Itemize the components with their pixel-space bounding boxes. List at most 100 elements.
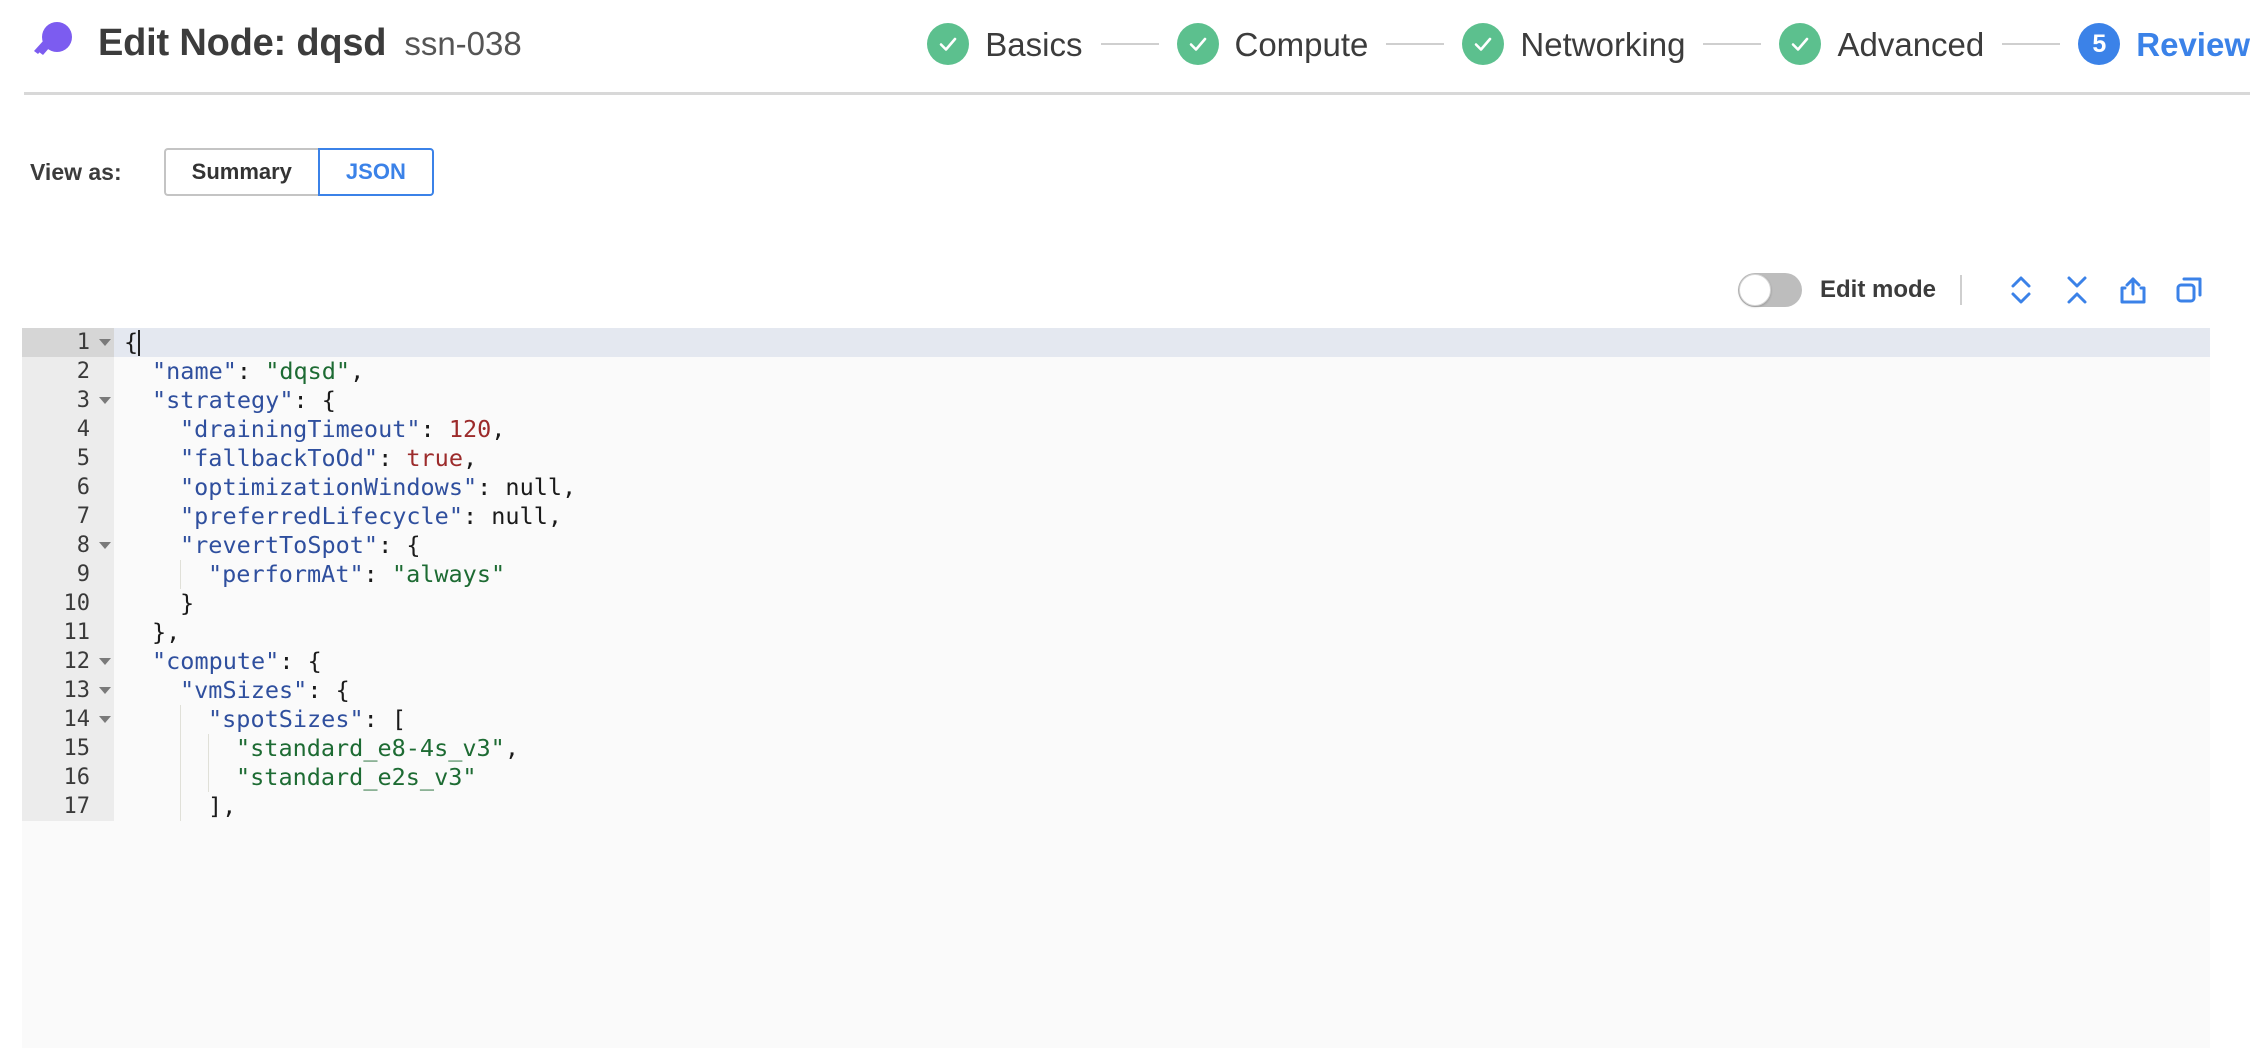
code-token: : {	[279, 646, 322, 675]
step-basics-label: Basics	[985, 25, 1083, 63]
code-content: "performAt": "always"	[114, 560, 2210, 589]
step-networking[interactable]: Networking	[1462, 23, 1685, 65]
code-token: :	[363, 559, 392, 588]
code-token: "vmSizes"	[180, 675, 308, 704]
fold-spacer	[96, 502, 114, 531]
step-networking-label: Networking	[1520, 25, 1686, 63]
code-line[interactable]: 16 "standard_e2s_v3"	[22, 763, 2210, 792]
page-subtitle: ssn-038	[404, 24, 522, 62]
fold-toggle-icon[interactable]	[96, 328, 114, 357]
code-line[interactable]: 5"fallbackToOd": true,	[22, 444, 2210, 473]
expand-all-button[interactable]	[2000, 270, 2042, 310]
line-number: 16	[22, 763, 96, 792]
code-line[interactable]: 10}	[22, 589, 2210, 618]
code-token: "always"	[391, 559, 506, 588]
code-line[interactable]: 11},	[22, 618, 2210, 647]
indent-guide	[180, 560, 181, 589]
line-number: 1	[22, 328, 96, 357]
code-token: :	[236, 356, 266, 385]
code-token: ,	[491, 414, 506, 443]
header-title-group: Edit Node: dqsd ssn-038	[24, 8, 704, 78]
line-number: 15	[22, 734, 96, 763]
code-line[interactable]: 1{	[22, 328, 2210, 357]
line-number: 9	[22, 560, 96, 589]
code-line[interactable]: 6"optimizationWindows": null,	[22, 473, 2210, 502]
line-number: 5	[22, 444, 96, 473]
fold-spacer	[96, 618, 114, 647]
edit-mode-label: Edit mode	[1819, 276, 1936, 303]
fold-spacer	[96, 792, 114, 821]
fold-toggle-icon[interactable]	[96, 386, 114, 415]
code-line[interactable]: 13"vmSizes": {	[22, 676, 2210, 705]
line-number: 6	[22, 473, 96, 502]
code-content: "compute": {	[114, 647, 2210, 676]
code-line[interactable]: 9 "performAt": "always"	[22, 560, 2210, 589]
indent-guide	[208, 763, 209, 792]
indent-guide	[180, 734, 181, 763]
view-as-json-button[interactable]: JSON	[317, 148, 434, 196]
line-number: 12	[22, 647, 96, 676]
code-token: ,	[562, 472, 577, 501]
copy-button[interactable]	[2168, 270, 2210, 310]
fold-toggle-icon[interactable]	[96, 531, 114, 560]
code-line[interactable]: 2"name": "dqsd",	[22, 357, 2210, 386]
step-compute-status	[1176, 23, 1219, 65]
code-content: "strategy": {	[114, 386, 2210, 415]
view-as-segmented-control[interactable]: Summary JSON	[163, 148, 434, 196]
code-line[interactable]: 15"standard_e8-4s_v3",	[22, 734, 2210, 763]
code-line[interactable]: 14"spotSizes": [	[22, 705, 2210, 734]
share-export-icon	[2120, 277, 2146, 304]
code-token: true	[406, 443, 463, 472]
code-token: "revertToSpot"	[180, 530, 379, 559]
step-connector	[1386, 43, 1445, 45]
code-token: ],	[208, 791, 237, 820]
edit-mode-toggle[interactable]	[1737, 273, 1802, 307]
collapse-all-button[interactable]	[2056, 270, 2098, 310]
fold-toggle-icon[interactable]	[96, 647, 114, 676]
code-content: "standard_e2s_v3"	[114, 763, 2210, 792]
fold-toggle-icon[interactable]	[96, 676, 114, 705]
code-token: }	[180, 588, 195, 617]
code-line[interactable]: 17],	[22, 792, 2210, 821]
step-connector	[1703, 43, 1762, 45]
code-line[interactable]: 8"revertToSpot": {	[22, 531, 2210, 560]
step-networking-status	[1462, 23, 1505, 65]
json-editor[interactable]: 1{2"name": "dqsd",3"strategy": {4"draini…	[22, 328, 2210, 1048]
edit-mode-toggle-knob	[1738, 274, 1771, 306]
step-basics[interactable]: Basics	[927, 23, 1083, 65]
fold-spacer	[96, 473, 114, 502]
step-review[interactable]: 5 Review	[2078, 23, 2250, 65]
code-content: "spotSizes": [	[114, 705, 2210, 734]
step-basics-status	[927, 23, 970, 65]
code-line[interactable]: 3"strategy": {	[22, 386, 2210, 415]
code-line[interactable]: 4"drainingTimeout": 120,	[22, 415, 2210, 444]
step-review-number: 5	[2092, 29, 2107, 58]
code-content: "revertToSpot": {	[114, 531, 2210, 560]
fold-toggle-icon[interactable]	[96, 705, 114, 734]
code-token: "fallbackToOd"	[180, 443, 379, 472]
header-divider	[24, 92, 2250, 95]
step-compute[interactable]: Compute	[1176, 23, 1369, 65]
indent-guide	[180, 705, 181, 734]
code-token: "spotSizes"	[208, 704, 364, 733]
code-line[interactable]: 12 "compute": {	[22, 647, 2210, 676]
code-token: ,	[350, 356, 365, 385]
code-token: "preferredLifecycle"	[180, 501, 463, 530]
step-advanced[interactable]: Advanced	[1779, 23, 1984, 65]
indent-guide	[208, 734, 209, 763]
step-review-label: Review	[2136, 25, 2250, 63]
page-header: Edit Node: dqsd ssn-038 Basics Compute	[0, 0, 2250, 95]
view-as-label: View as:	[30, 158, 122, 185]
wizard-stepper: Basics Compute Networking	[913, 16, 2250, 72]
code-token: "optimizationWindows"	[180, 472, 478, 501]
editor-toolbar: Edit mode	[1737, 268, 2210, 312]
view-as-summary-button[interactable]: Summary	[163, 148, 318, 196]
indent-guide	[180, 763, 181, 792]
step-compute-label: Compute	[1234, 25, 1369, 63]
code-line[interactable]: 7"preferredLifecycle": null,	[22, 502, 2210, 531]
export-button[interactable]	[2112, 270, 2154, 310]
line-number: 11	[22, 618, 96, 647]
fold-spacer	[96, 415, 114, 444]
fold-spacer	[96, 734, 114, 763]
code-token: :	[462, 501, 492, 530]
